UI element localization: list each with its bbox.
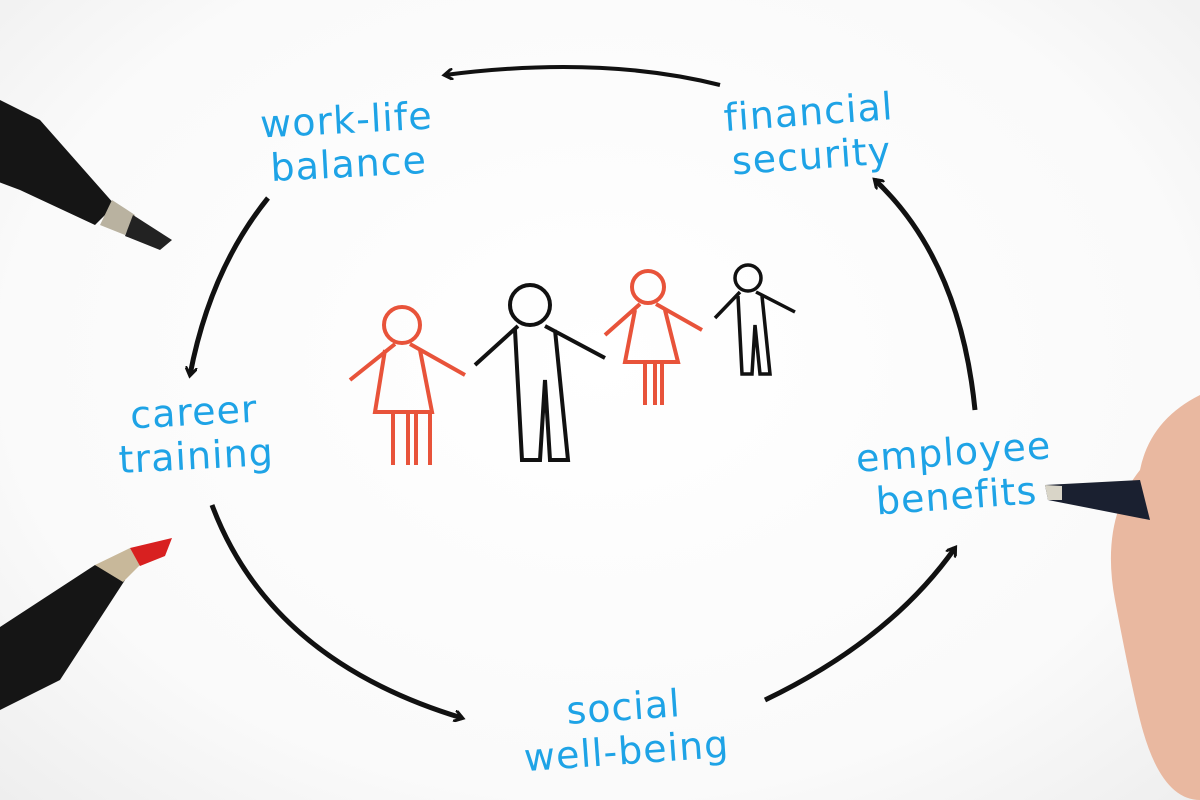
- figure-man-1: [473, 283, 606, 462]
- node-career-training: career training: [98, 385, 292, 483]
- arrow-financial-to-worklife: [445, 65, 721, 87]
- red-marker-bottom-left: [0, 538, 172, 710]
- hand-with-marker: [1045, 395, 1200, 800]
- figure-woman-2: [603, 269, 703, 405]
- arrow-worklife-to-career: [190, 196, 270, 375]
- figure-woman-1: [348, 305, 466, 465]
- arrow-social-to-employee: [763, 548, 955, 703]
- node-work-life-balance: work-life balance: [243, 93, 452, 192]
- arrow-career-to-social: [209, 504, 462, 718]
- black-marker-top-left: [0, 100, 172, 250]
- figure-man-2: [713, 263, 796, 376]
- node-employee-benefits: employee benefits: [847, 423, 1063, 525]
- arrow-employee-to-financial: [875, 180, 978, 411]
- node-financial-security: financial security: [712, 83, 908, 184]
- node-social-well-being: social well-being: [487, 676, 762, 783]
